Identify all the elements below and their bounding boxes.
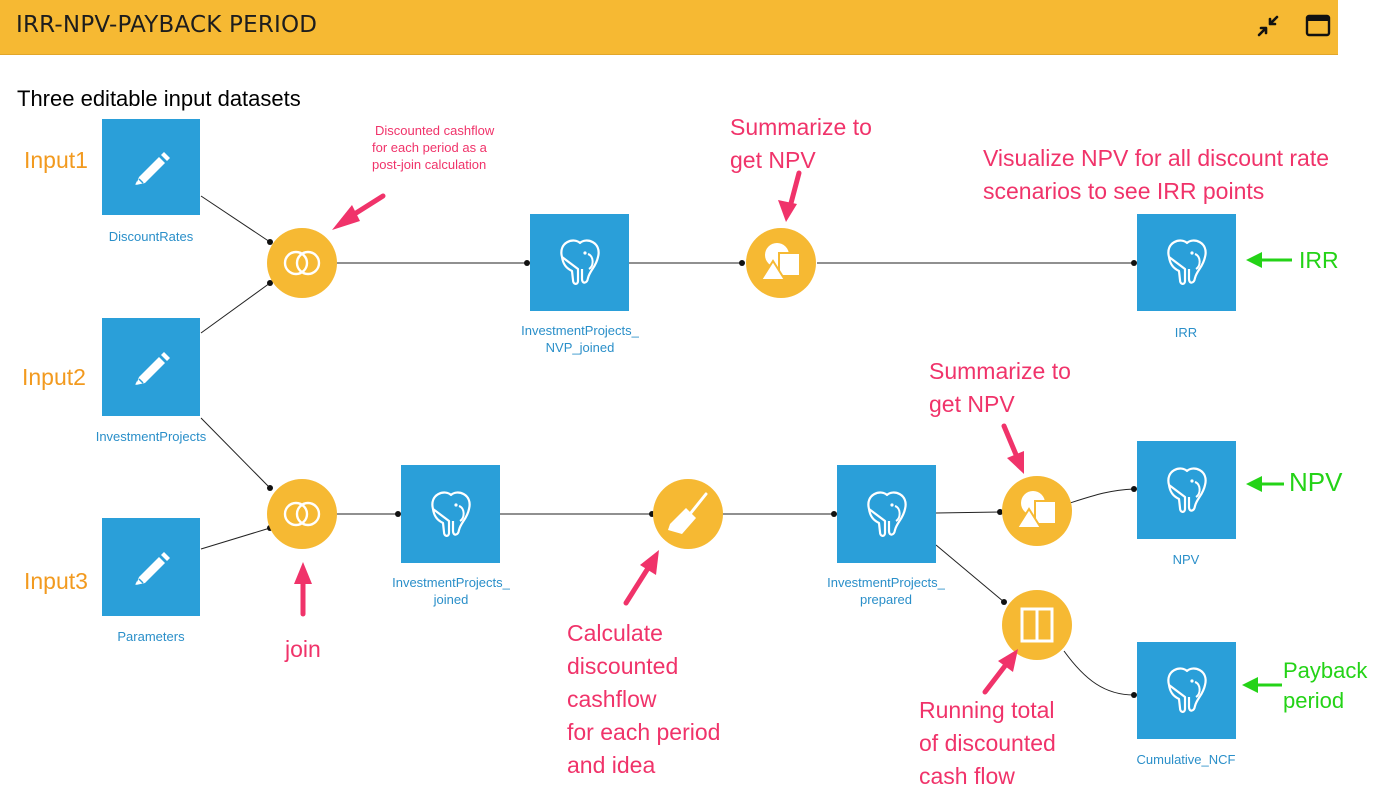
recipe-group-1[interactable] bbox=[746, 228, 816, 298]
window-title: IRR-NPV-PAYBACK PERIOD bbox=[16, 12, 318, 38]
annotation-summarize-top: Summarize to get NPV bbox=[730, 114, 872, 173]
output-payback: Payback period bbox=[1283, 658, 1368, 713]
annotation-summarize-mid: Summarize to get NPV bbox=[929, 358, 1071, 417]
link-parameters-join2 bbox=[200, 527, 271, 550]
recipe-window[interactable] bbox=[1002, 590, 1072, 660]
output-irr: IRR bbox=[1299, 247, 1339, 273]
arrow-summarize-mid-icon bbox=[1001, 423, 1024, 474]
arrow-discounted-icon bbox=[332, 193, 386, 230]
window-header: IRR-NPV-PAYBACK PERIOD bbox=[0, 0, 1338, 55]
input-tag-1: Input1 bbox=[24, 147, 88, 173]
dataset-nvp-joined[interactable] bbox=[530, 214, 629, 311]
annotation-calculate: Calculate discounted cashflow for each p… bbox=[567, 620, 721, 778]
input-tag-3: Input3 bbox=[24, 568, 88, 594]
label-cumulative-ncf: Cumulative_NCF bbox=[1136, 752, 1236, 767]
arrow-summarize-top-icon bbox=[778, 170, 802, 222]
output-arrows bbox=[1242, 252, 1292, 693]
annotation-discounted-post-join: Discounted cashflow for each period as a… bbox=[372, 123, 495, 172]
input-tag-2: Input2 bbox=[22, 364, 86, 390]
link-prepared-window bbox=[935, 544, 1005, 603]
label-joined: InvestmentProjects_ joined bbox=[392, 575, 510, 607]
dataset-prepared[interactable] bbox=[837, 465, 936, 563]
link-group2-npv bbox=[1069, 488, 1135, 504]
label-prepared: InvestmentProjects_ prepared bbox=[827, 575, 945, 607]
label-nvp-joined: InvestmentProjects_ NVP_joined bbox=[521, 323, 639, 355]
label-discountrates: DiscountRates bbox=[108, 229, 194, 244]
label-npv: NPV bbox=[1172, 552, 1200, 567]
dataset-investmentprojects[interactable] bbox=[102, 318, 200, 416]
dataset-joined[interactable] bbox=[401, 465, 500, 563]
collapse-icon[interactable] bbox=[1254, 12, 1282, 40]
label-irr: IRR bbox=[1174, 325, 1198, 340]
annotation-join: join bbox=[285, 636, 321, 662]
dataset-irr[interactable] bbox=[1137, 214, 1236, 311]
label-parameters: Parameters bbox=[117, 629, 185, 644]
dataset-parameters[interactable] bbox=[102, 518, 200, 616]
dataset-discountrates[interactable] bbox=[102, 119, 200, 215]
recipe-join-2[interactable] bbox=[267, 479, 337, 549]
arrow-payback-icon bbox=[1242, 677, 1282, 693]
recipe-group-2[interactable] bbox=[1002, 476, 1072, 546]
arrow-npv-icon bbox=[1246, 476, 1284, 492]
subtitle: Three editable input datasets bbox=[17, 86, 301, 111]
link-investmentprojects-join1 bbox=[200, 282, 271, 334]
arrow-join-icon bbox=[294, 562, 312, 617]
maximize-icon[interactable] bbox=[1304, 12, 1332, 40]
recipe-join-1[interactable] bbox=[267, 228, 337, 298]
recipe-prepare[interactable] bbox=[653, 479, 723, 549]
link-discountrates-join1 bbox=[200, 195, 271, 243]
link-investmentprojects-join2 bbox=[200, 417, 271, 489]
dataset-npv[interactable] bbox=[1137, 441, 1236, 539]
flow-connections bbox=[200, 195, 1135, 696]
dataset-cumulative-ncf[interactable] bbox=[1137, 642, 1236, 739]
link-prepared-group2 bbox=[935, 511, 1001, 514]
output-npv: NPV bbox=[1289, 467, 1343, 497]
link-window-cumulative bbox=[1063, 650, 1135, 696]
annotation-visualize: Visualize NPV for all discount rate scen… bbox=[983, 145, 1330, 204]
annotation-arrows bbox=[294, 170, 1024, 695]
label-investmentprojects: InvestmentProjects bbox=[95, 429, 207, 444]
arrow-calculate-icon bbox=[623, 550, 659, 606]
annotation-running-total: Running total of discounted cash flow bbox=[919, 697, 1056, 789]
arrow-irr-icon bbox=[1246, 252, 1292, 268]
arrow-running-total-icon bbox=[982, 649, 1018, 695]
